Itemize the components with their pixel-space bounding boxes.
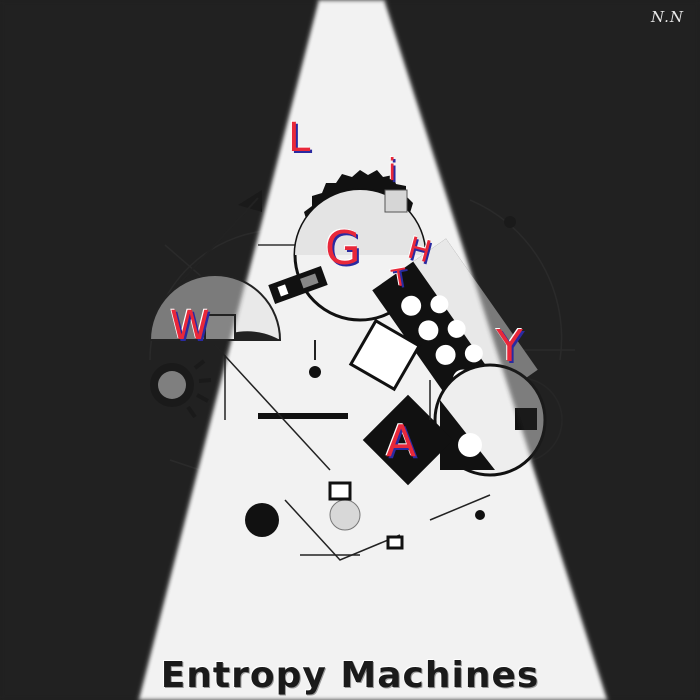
art-letter-a: A (386, 416, 417, 467)
art-letter-g: G (325, 221, 361, 275)
art-letter-i: i (388, 153, 397, 188)
album-title: Entropy Machines (160, 655, 540, 696)
art-letter-l: L (288, 115, 311, 161)
art-letter-w: W (170, 303, 210, 349)
artist-signature: N.N (650, 8, 684, 26)
art-letter-y: Y (496, 321, 523, 372)
